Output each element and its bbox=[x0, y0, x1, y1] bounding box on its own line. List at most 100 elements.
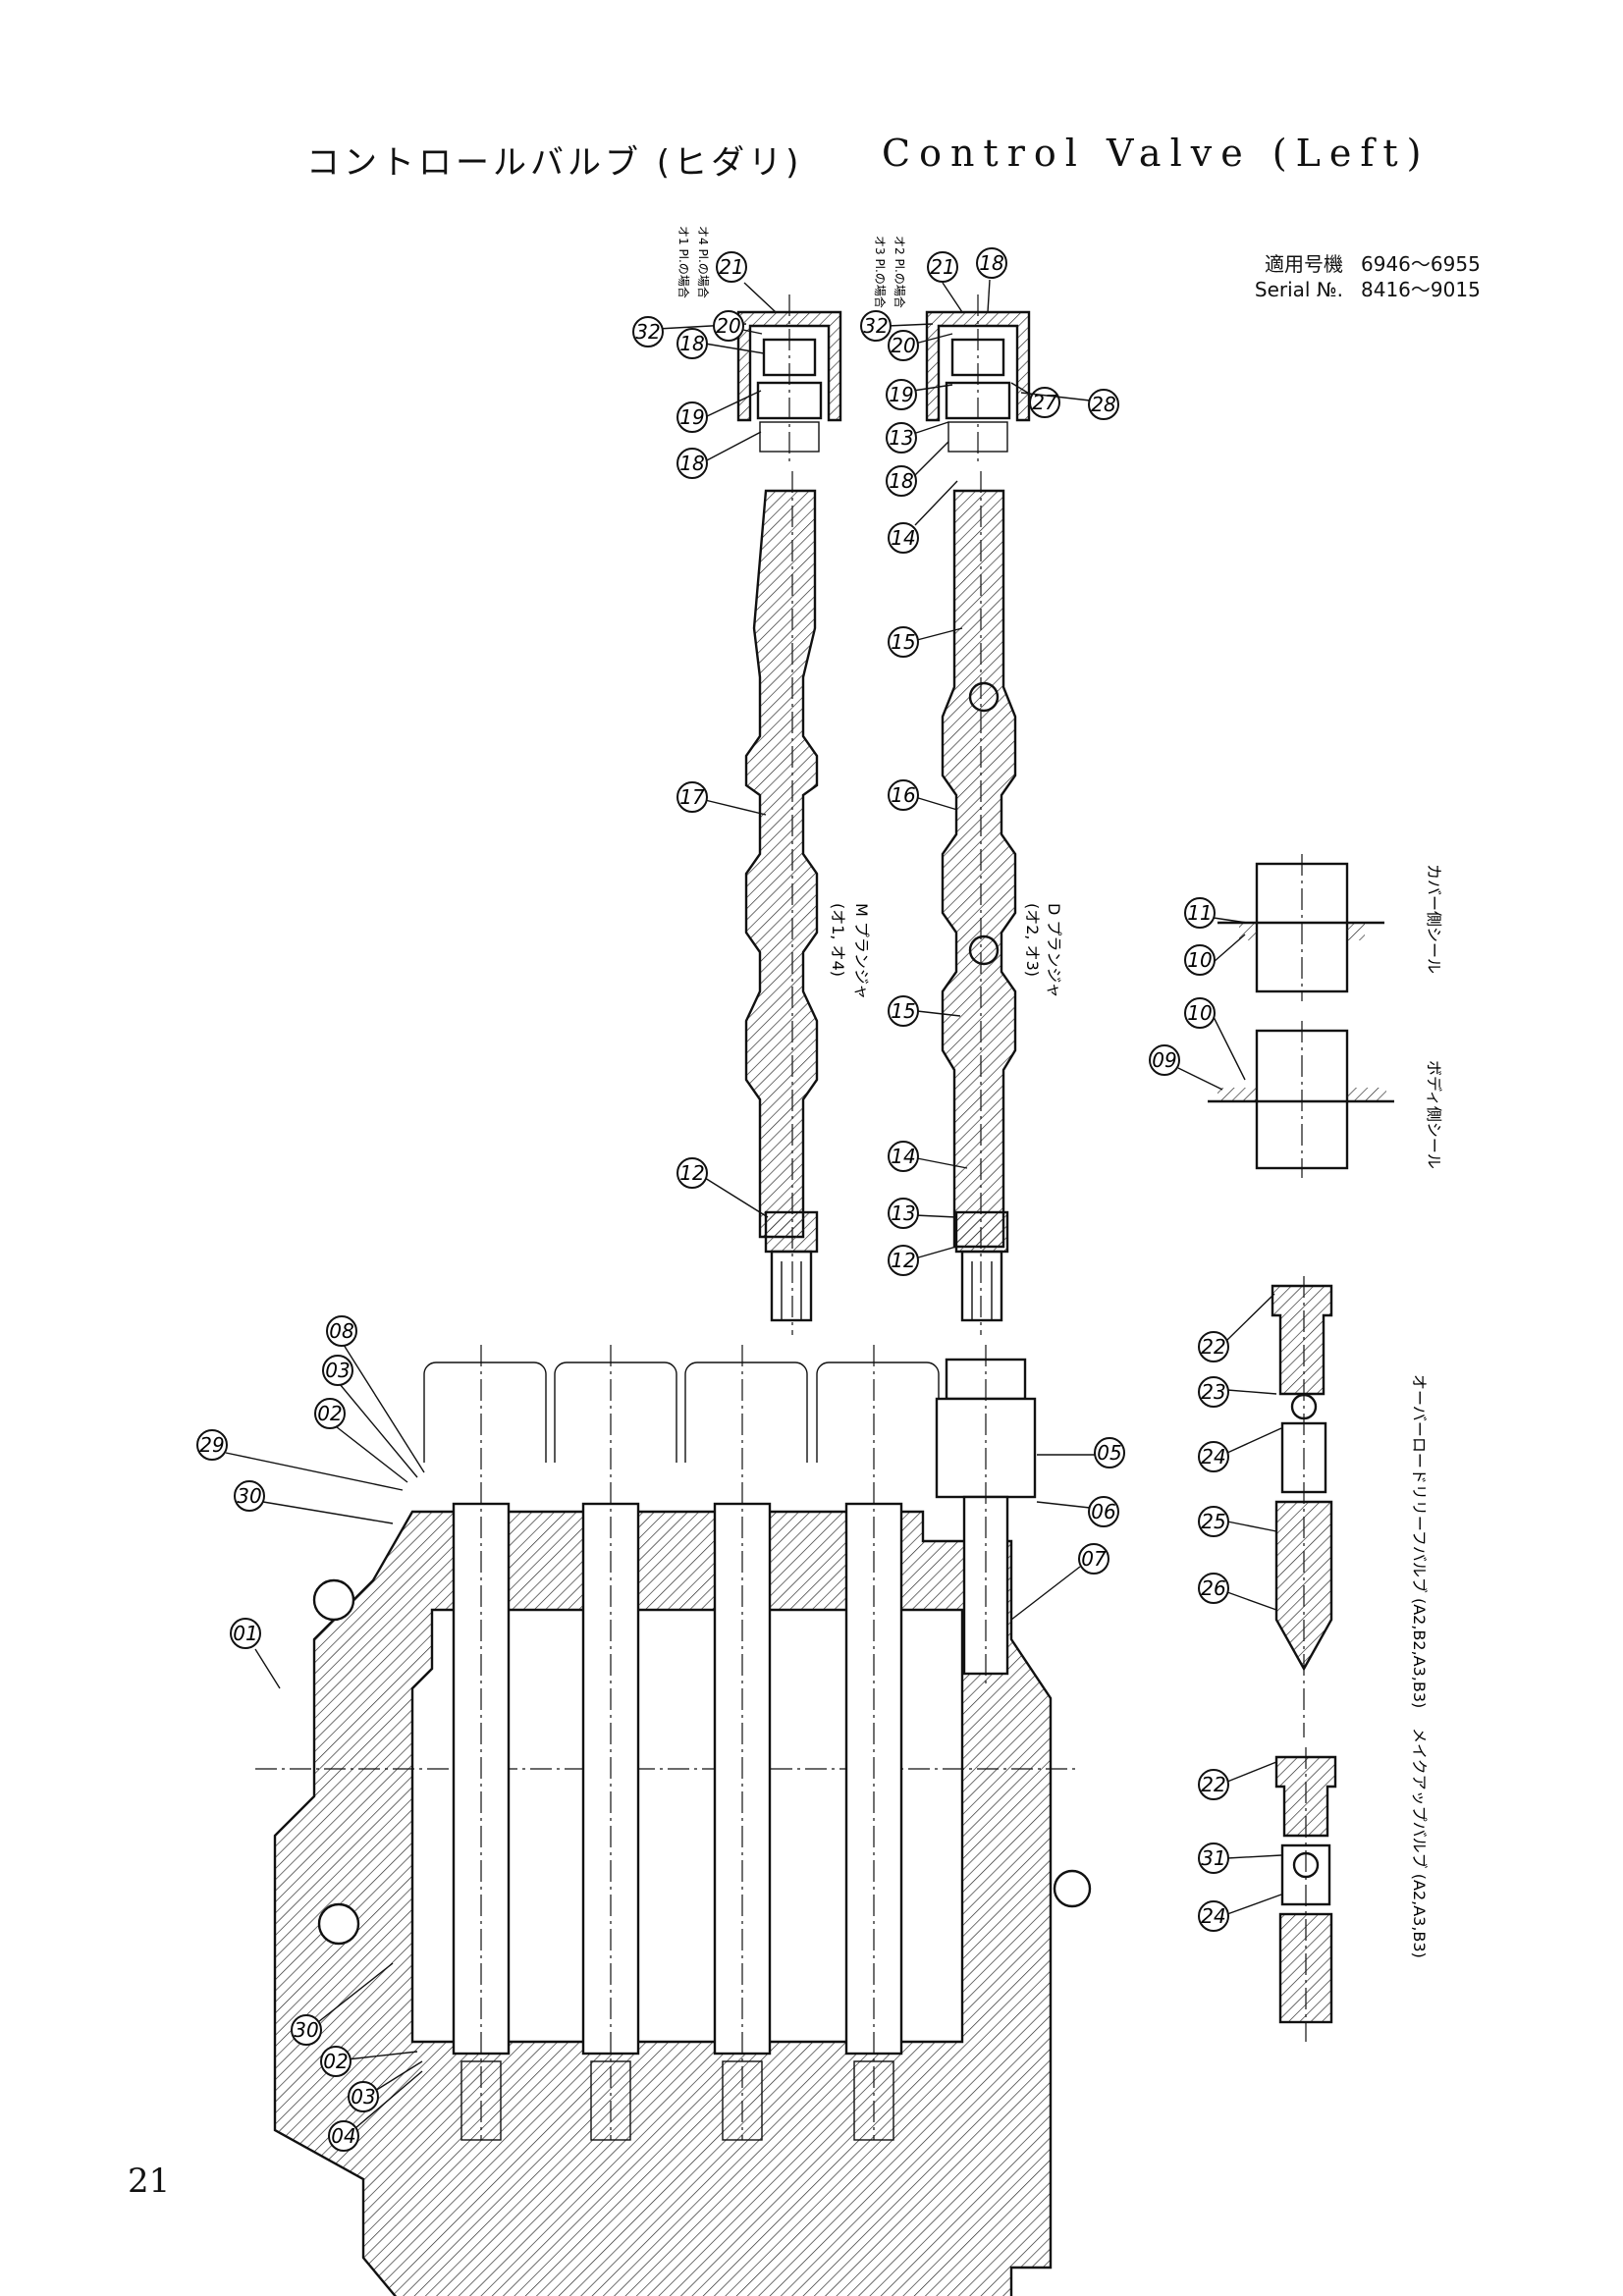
note-2: オ2 Pl.の場合 bbox=[893, 236, 907, 308]
callout-12a: 12 bbox=[676, 1157, 769, 1218]
svg-text:12: 12 bbox=[891, 1249, 915, 1272]
svg-text:19: 19 bbox=[679, 405, 704, 429]
serial-block: 適用号機 6946〜6955 Serial №. 8416〜9015 bbox=[1225, 251, 1481, 302]
callout-10b: 10 bbox=[1184, 997, 1246, 1081]
callout-04: 04 bbox=[328, 2070, 423, 2152]
callout-16: 16 bbox=[888, 779, 958, 811]
makeup-valve-label: メイクアップバルブ (A2,A3,B3) bbox=[1410, 1728, 1429, 1958]
svg-text:01: 01 bbox=[233, 1622, 257, 1645]
svg-text:31: 31 bbox=[1201, 1846, 1225, 1870]
callout-18c: 18 bbox=[976, 247, 1007, 313]
svg-text:11: 11 bbox=[1187, 901, 1212, 925]
makeup-valve bbox=[1274, 1747, 1337, 2042]
svg-text:17: 17 bbox=[679, 785, 705, 809]
svg-text:29: 29 bbox=[199, 1433, 224, 1457]
m-plunger bbox=[744, 471, 819, 1335]
svg-text:06: 06 bbox=[1091, 1500, 1115, 1523]
callout-24a: 24 bbox=[1198, 1427, 1282, 1472]
d-plunger bbox=[941, 471, 1017, 1335]
svg-text:15: 15 bbox=[891, 999, 915, 1023]
callout-20a: 20 bbox=[713, 310, 763, 342]
callout-32a: 32 bbox=[632, 316, 747, 347]
callout-30b: 30 bbox=[291, 1962, 394, 2046]
title-japanese: コントロールバルブ (ヒダリ) bbox=[306, 143, 803, 183]
callout-26: 26 bbox=[1198, 1573, 1277, 1611]
seal-body-side bbox=[1208, 1021, 1394, 1178]
overload-relief-valve bbox=[1271, 1276, 1333, 1737]
svg-text:14: 14 bbox=[891, 1145, 915, 1168]
body-seal-label: ボディ側シール bbox=[1425, 1060, 1443, 1169]
svg-text:05: 05 bbox=[1097, 1441, 1121, 1465]
stem-left bbox=[764, 1210, 819, 1322]
callout-06: 06 bbox=[1036, 1496, 1119, 1527]
callout-19a: 19 bbox=[676, 390, 762, 433]
callout-22b: 22 bbox=[1198, 1761, 1277, 1800]
callout-14b: 14 bbox=[888, 1141, 968, 1172]
callout-31: 31 bbox=[1198, 1842, 1282, 1874]
callout-09: 09 bbox=[1149, 1044, 1223, 1091]
note-3: オ3 Pl.の場合 bbox=[873, 236, 888, 308]
svg-text:21: 21 bbox=[930, 255, 954, 279]
serial-range-1: 6946〜6955 bbox=[1361, 252, 1481, 276]
overload-relief-label: オーバーロードリリーフバルブ (A2,B2,A3,B3) bbox=[1410, 1374, 1429, 1708]
seal-cover-side bbox=[1217, 854, 1384, 1001]
svg-text:03: 03 bbox=[325, 1359, 350, 1382]
svg-text:22: 22 bbox=[1201, 1773, 1225, 1796]
svg-text:20: 20 bbox=[716, 314, 740, 338]
callout-15a: 15 bbox=[888, 626, 963, 658]
svg-text:03: 03 bbox=[351, 2085, 375, 2109]
callout-01: 01 bbox=[230, 1618, 281, 1689]
svg-text:21: 21 bbox=[719, 255, 743, 279]
callout-08: 08 bbox=[326, 1315, 425, 1473]
svg-text:23: 23 bbox=[1201, 1380, 1225, 1404]
note-1: オ1 Pl.の場合 bbox=[676, 226, 691, 298]
svg-text:32: 32 bbox=[635, 320, 660, 344]
svg-text:13: 13 bbox=[891, 1201, 915, 1225]
svg-text:02: 02 bbox=[323, 2050, 348, 2073]
callout-11: 11 bbox=[1184, 897, 1248, 929]
d-plunger-label: D プランジャ bbox=[1045, 903, 1063, 998]
callout-24b: 24 bbox=[1198, 1894, 1282, 1932]
svg-text:12: 12 bbox=[679, 1161, 704, 1185]
callout-30a: 30 bbox=[234, 1480, 394, 1524]
page-number: 21 bbox=[128, 2162, 171, 2201]
svg-text:18: 18 bbox=[679, 452, 704, 475]
svg-text:20: 20 bbox=[891, 334, 915, 357]
svg-text:14: 14 bbox=[891, 526, 915, 550]
callout-19b: 19 bbox=[886, 379, 953, 410]
svg-text:18: 18 bbox=[889, 469, 913, 493]
vertical-labels: M プランジャ (オ1, オ4) D プランジャ (オ2, オ3) カバー側シー… bbox=[676, 226, 1443, 1958]
cap-right bbox=[925, 294, 1031, 461]
svg-text:19: 19 bbox=[889, 383, 913, 406]
callout-29: 29 bbox=[196, 1429, 404, 1491]
callout-18d: 18 bbox=[886, 441, 949, 497]
m-plunger-sub: (オ1, オ4) bbox=[829, 903, 847, 977]
svg-text:10: 10 bbox=[1187, 948, 1212, 972]
callout-21a: 21 bbox=[716, 251, 777, 313]
svg-text:28: 28 bbox=[1091, 393, 1115, 416]
serial-label-en: Serial №. bbox=[1254, 278, 1343, 301]
callout-05: 05 bbox=[1037, 1437, 1125, 1468]
svg-text:18: 18 bbox=[679, 332, 704, 355]
svg-text:25: 25 bbox=[1201, 1510, 1225, 1533]
svg-text:32: 32 bbox=[863, 314, 888, 338]
callouts: 32 20 21 18 19 18 32 20 21 18 19 13 18 2… bbox=[196, 247, 1282, 2152]
callout-15b: 15 bbox=[888, 995, 961, 1027]
svg-text:30: 30 bbox=[294, 2018, 318, 2042]
callout-21b: 21 bbox=[927, 251, 963, 313]
callout-14a: 14 bbox=[888, 480, 958, 554]
callout-32b: 32 bbox=[860, 310, 934, 342]
callout-20b: 20 bbox=[888, 330, 953, 361]
body-spools bbox=[423, 1345, 940, 2141]
svg-text:16: 16 bbox=[891, 783, 915, 807]
note-4: オ4 Pl.の場合 bbox=[696, 226, 711, 298]
callout-03b: 03 bbox=[348, 2060, 423, 2112]
stem-right bbox=[954, 1210, 1009, 1322]
callout-28: 28 bbox=[1020, 389, 1119, 420]
d-plunger-sub: (オ2, オ3) bbox=[1023, 903, 1042, 977]
svg-text:10: 10 bbox=[1187, 1001, 1212, 1025]
callout-22a: 22 bbox=[1198, 1293, 1275, 1362]
callout-13b: 13 bbox=[888, 1198, 957, 1229]
svg-text:08: 08 bbox=[329, 1319, 353, 1343]
callout-03a: 03 bbox=[322, 1355, 418, 1478]
